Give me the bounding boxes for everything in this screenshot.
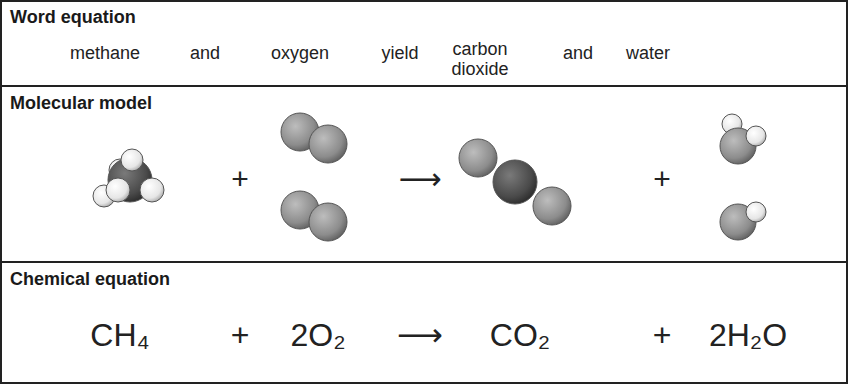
row-divider (1, 261, 847, 263)
yield-arrow: ⟶ (398, 162, 441, 195)
word: water (626, 44, 670, 64)
plus-sign: + (231, 318, 250, 353)
water-molecule (720, 202, 766, 240)
formula: CH₄ (90, 318, 149, 353)
section-heading: Word equation (10, 8, 136, 28)
section-heading: Chemical equation (10, 270, 170, 290)
water-molecule (720, 114, 766, 164)
plus-sign: + (653, 318, 672, 353)
word: and (190, 44, 220, 64)
carbon-dioxide-molecule (459, 139, 571, 225)
word: methane (70, 44, 140, 64)
word: carbon dioxide (445, 40, 515, 80)
plus-sign: + (231, 162, 249, 195)
word: oxygen (271, 44, 329, 64)
formula: 2H₂O (709, 318, 787, 353)
plus-sign: + (653, 162, 671, 195)
formula: CO₂ (490, 318, 550, 353)
section-heading: Molecular model (10, 94, 152, 114)
yield-arrow: ⟶ (397, 318, 443, 353)
oxygen-molecule (281, 113, 347, 163)
methane-molecule (93, 149, 164, 207)
word: yield (381, 44, 418, 64)
word: and (563, 44, 593, 64)
row-divider (1, 85, 847, 87)
formula: 2O₂ (290, 318, 345, 353)
oxygen-molecule (281, 191, 347, 241)
